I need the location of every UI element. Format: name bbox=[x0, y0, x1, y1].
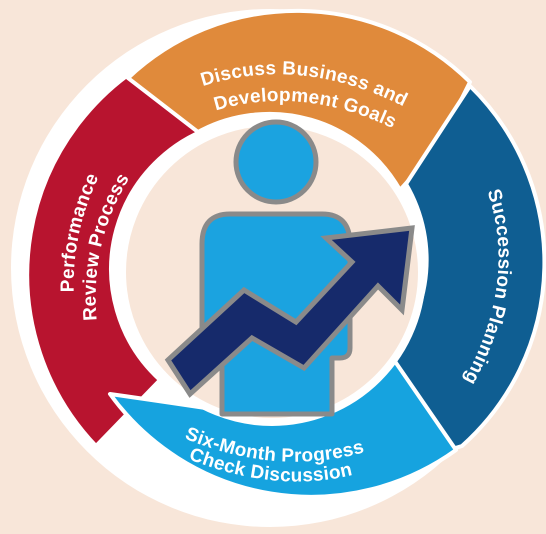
segment-business-goals bbox=[126, 8, 472, 192]
person-with-rising-arrow-icon bbox=[164, 119, 415, 417]
segment-performance-review bbox=[25, 52, 234, 448]
segment-succession-planning bbox=[372, 84, 546, 466]
rising-arrow-icon bbox=[164, 225, 415, 398]
person-head-icon bbox=[233, 119, 319, 205]
